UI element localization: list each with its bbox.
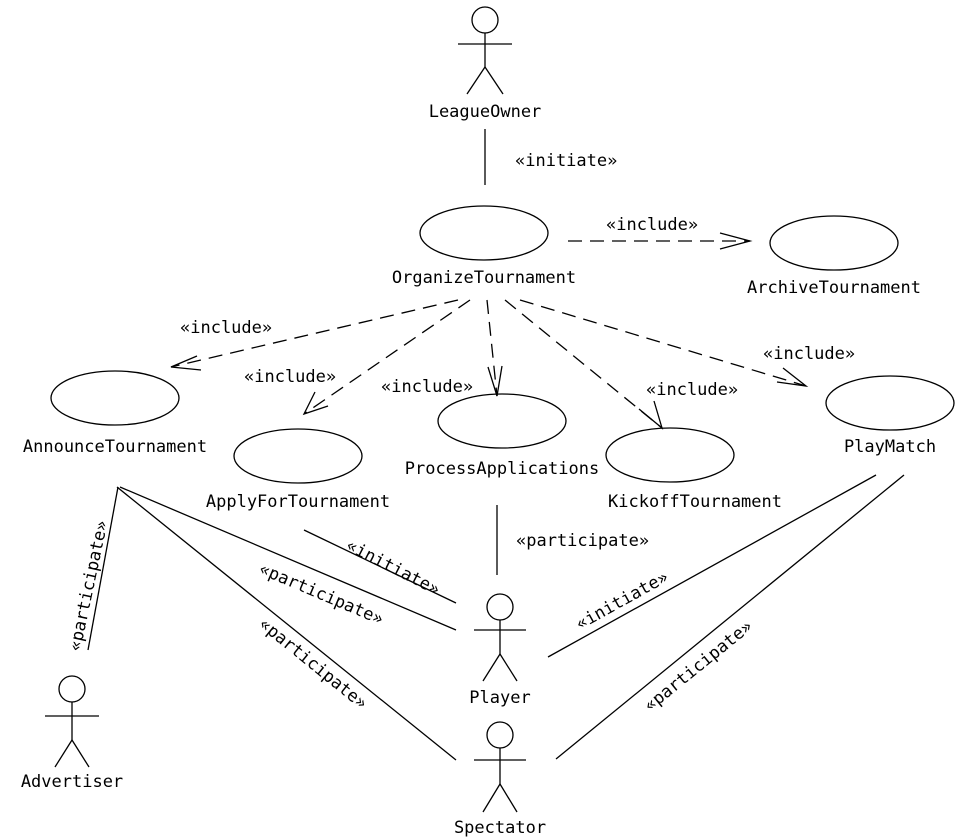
association-playmatch-player: [547, 474, 877, 658]
usecase-label-organize-tournament: OrganizeTournament: [392, 268, 576, 288]
actor-label-player: Player: [469, 688, 530, 708]
association-announce-player: [119, 486, 457, 631]
actor-head: [58, 675, 86, 703]
usecase-process-applications[interactable]: ProcessApplications: [405, 393, 599, 479]
usecase-label-kickoff-tournament: KickoffTournament: [608, 492, 782, 512]
usecase-play-match[interactable]: PlayMatch: [825, 375, 955, 457]
actor-left-leg: [466, 66, 486, 95]
usecase-ellipse: [769, 215, 899, 271]
usecase-announce-tournament[interactable]: AnnounceTournament: [23, 370, 207, 457]
label-participate-announce-player: «participate»: [256, 559, 386, 629]
association-announce-spectator: [116, 486, 457, 761]
arrowhead: [170, 355, 202, 371]
label-participate-announce-spectator: «participate»: [255, 614, 371, 713]
include-announce: «include»: [170, 299, 459, 371]
label-include-playmatch: «include»: [763, 344, 855, 364]
actor-head: [471, 6, 499, 34]
include-archive: «include»: [568, 215, 753, 250]
include-line: [504, 299, 663, 429]
actor-label-league-owner: LeagueOwner: [429, 102, 542, 122]
include-line: [170, 299, 459, 368]
usecase-ellipse: [419, 205, 549, 261]
usecase-ellipse: [233, 428, 363, 484]
label-include-kickoff: «include»: [646, 380, 738, 400]
usecase-archive-tournament[interactable]: ArchiveTournament: [747, 215, 921, 298]
actor-left-leg: [54, 739, 73, 768]
usecase-label-archive-tournament: ArchiveTournament: [747, 278, 921, 298]
arrowhead: [302, 391, 329, 416]
label-include-announce: «include»: [180, 318, 272, 338]
include-line: [303, 299, 471, 415]
actor-label-spectator: Spectator: [454, 818, 546, 837]
actor-right-leg: [71, 739, 90, 768]
usecase-apply-for-tournament[interactable]: ApplyForTournament: [206, 428, 390, 512]
usecase-ellipse: [825, 375, 955, 431]
actor-head: [486, 721, 514, 749]
usecase-organize-tournament[interactable]: OrganizeTournament: [392, 205, 576, 288]
arrowhead: [638, 400, 664, 430]
actor-right-leg: [499, 783, 518, 813]
label-include-process: «include»: [381, 377, 473, 397]
actor-left-leg: [482, 653, 501, 682]
label-initiate-leagueowner: «initiate»: [515, 151, 617, 171]
association-playmatch-spectator: [555, 474, 905, 760]
label-initiate-playmatch: «initiate»: [573, 567, 672, 634]
usecase-label-apply-for-tournament: ApplyForTournament: [206, 492, 390, 512]
association-apply-player: [303, 529, 457, 604]
actor-league-owner[interactable]: LeagueOwner: [429, 6, 542, 122]
actor-right-leg: [499, 653, 518, 682]
usecase-label-announce-tournament: AnnounceTournament: [23, 437, 207, 457]
usecase-label-process-applications: ProcessApplications: [405, 459, 599, 479]
label-participate-advertiser: «participate»: [65, 519, 112, 653]
label-initiate-apply: «initiate»: [343, 536, 443, 600]
arrowhead: [487, 365, 503, 397]
usecase-kickoff-tournament[interactable]: KickoffTournament: [605, 427, 782, 512]
association-announce-advertiser: [87, 486, 119, 651]
label-participate-playmatch: «participate»: [641, 617, 757, 716]
include-kickoff: «include»: [504, 299, 738, 430]
actor-left-leg: [482, 783, 501, 813]
actor-head: [486, 593, 514, 621]
label-include-archive: «include»: [606, 215, 698, 235]
actor-player[interactable]: Player: [469, 593, 531, 708]
include-line: [486, 299, 498, 397]
usecase-ellipse: [605, 427, 735, 483]
usecase-ellipse: [437, 393, 567, 449]
actor-advertiser[interactable]: Advertiser: [21, 675, 123, 792]
actor-label-advertiser: Advertiser: [21, 772, 123, 792]
usecase-ellipse: [50, 370, 180, 426]
usecase-label-play-match: PlayMatch: [844, 437, 936, 457]
label-include-apply: «include»: [244, 367, 336, 387]
arrowhead: [776, 367, 809, 387]
include-playmatch: «include»: [519, 299, 855, 387]
include-apply: «include»: [244, 299, 471, 416]
arrowhead: [719, 232, 753, 250]
actor-right-leg: [484, 66, 504, 95]
actor-spectator[interactable]: Spectator: [454, 721, 546, 837]
include-process: «include»: [381, 299, 503, 397]
label-participate-process: «participate»: [516, 531, 649, 551]
include-line: [519, 299, 807, 387]
